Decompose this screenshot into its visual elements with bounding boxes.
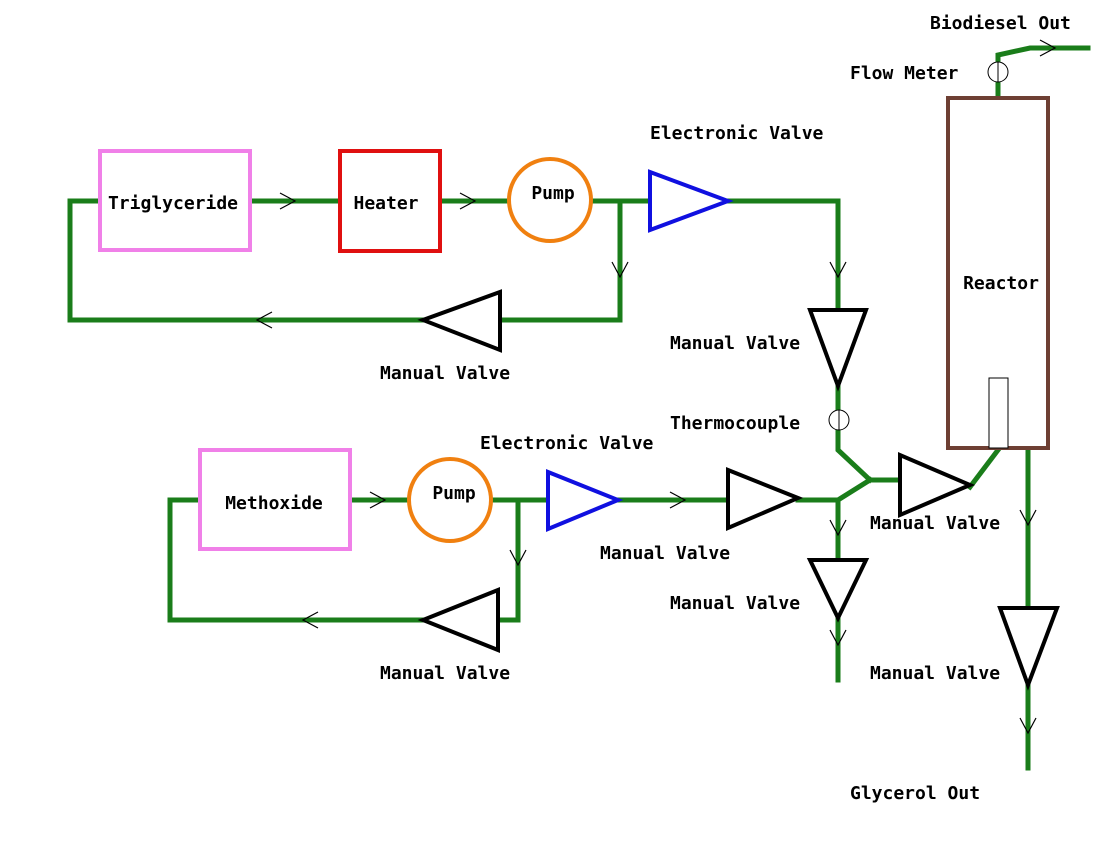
pump-top: Pump <box>507 157 593 243</box>
flow-arrow-right <box>279 192 297 210</box>
manual-valve-bottom-feed-label: Manual Valve <box>600 543 730 564</box>
manual-valve-glycerol-label: Manual Valve <box>870 663 1000 684</box>
triglyceride-label: Triglyceride <box>108 193 238 214</box>
heater-box <box>338 149 442 253</box>
manual-valve-bottom-return[interactable] <box>417 587 500 653</box>
pipe-top-to-junction <box>835 383 874 484</box>
flow-arrow-down <box>1019 717 1037 735</box>
manual-valve-drain[interactable] <box>806 558 870 623</box>
flow-meter <box>987 61 1009 83</box>
pump-bottom-label: Pump <box>432 483 476 504</box>
triglyceride-tank-box <box>98 149 252 252</box>
triglyceride-tank: Triglyceride <box>98 149 252 252</box>
flow-arrow-down <box>1019 509 1037 527</box>
thermocouple <box>828 409 850 431</box>
manual-valve-top-feed-label: Manual Valve <box>670 333 800 354</box>
flow-arrows <box>255 39 1057 735</box>
electronic-valve-bottom-label: Electronic Valve <box>480 433 654 454</box>
manual-valve-top-return-label: Manual Valve <box>380 363 510 384</box>
flow-meter-label: Flow Meter <box>850 63 959 84</box>
flow-arrow-right <box>459 192 477 210</box>
pipe-bottom-recycle-return <box>167 497 426 623</box>
flow-arrow-right <box>669 491 687 509</box>
pipe-bottom-to-junction <box>795 476 874 503</box>
pipe-top-recycle-return <box>67 198 426 323</box>
flow-arrow-down <box>829 519 847 537</box>
reactor-thermowell <box>988 377 1009 449</box>
manual-valve-bottom-feed[interactable] <box>726 467 804 532</box>
flow-arrow-down <box>829 261 847 279</box>
manual-valve-mix-label: Manual Valve <box>870 513 1000 534</box>
heater-label: Heater <box>353 193 418 214</box>
manual-valve-top-feed[interactable] <box>807 308 869 392</box>
pipe-biodiesel-out-2 <box>995 45 1091 64</box>
pipes <box>67 45 1091 771</box>
manual-valve-drain-label: Manual Valve <box>670 593 800 614</box>
thermocouple-label: Thermocouple <box>670 413 800 434</box>
methoxide-tank: Methoxide <box>198 448 352 551</box>
methoxide-tank-box <box>198 448 352 551</box>
pump-bottom-circle <box>407 457 493 543</box>
biodiesel-out-label: Biodiesel Out <box>930 13 1071 34</box>
manual-valve-bottom-return-label: Manual Valve <box>380 663 510 684</box>
flow-arrow-down <box>829 629 847 647</box>
pipe-top-recycle-down <box>497 198 623 323</box>
manual-valve-glycerol[interactable] <box>997 606 1060 691</box>
manual-valve-mix[interactable] <box>898 451 976 519</box>
flow-arrow-down <box>611 261 629 279</box>
flow-arrow-left <box>301 611 319 629</box>
pump-top-label: Pump <box>531 183 575 204</box>
heater: Heater <box>338 149 442 253</box>
pump-top-circle <box>507 157 593 243</box>
pipe-top-feed <box>725 198 841 313</box>
electronic-valve-top[interactable] <box>648 169 734 233</box>
pipe-mix-valve-to-reactor <box>966 446 1002 491</box>
methoxide-label: Methoxide <box>225 493 323 514</box>
pipe-bottom-recycle-down <box>495 497 521 623</box>
manual-valve-top-return[interactable] <box>417 289 502 353</box>
pump-bottom: Pump <box>407 457 493 543</box>
flow-arrow-right <box>369 491 387 509</box>
flow-arrow-down <box>509 549 527 567</box>
flow-arrow-left <box>255 311 273 329</box>
flow-arrow-right <box>1039 39 1057 57</box>
reactor-label: Reactor <box>963 273 1039 294</box>
electronic-valve-top-label: Electronic Valve <box>650 123 824 144</box>
electronic-valve-bottom[interactable] <box>546 469 624 532</box>
reactor: Reactor <box>946 96 1050 450</box>
glycerol-out-label: Glycerol Out <box>850 783 980 804</box>
